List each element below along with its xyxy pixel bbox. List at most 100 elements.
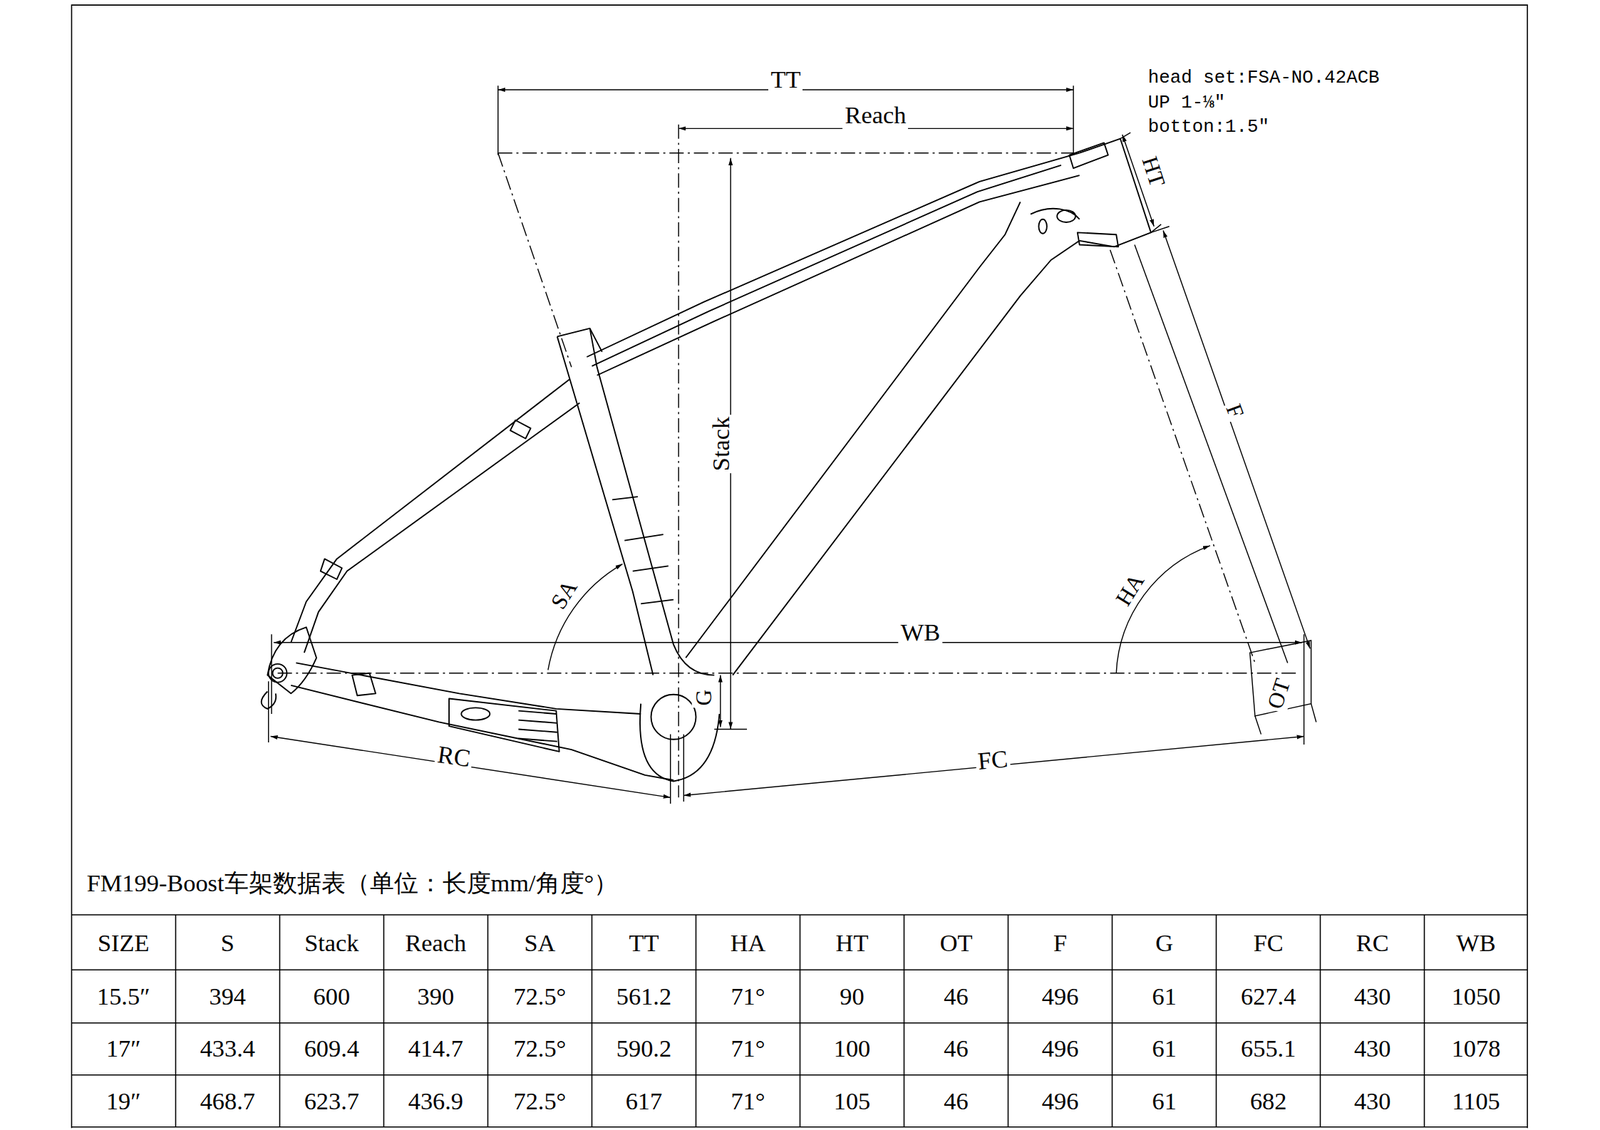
table-cell: 414.7	[408, 1035, 464, 1063]
table-cell: 590.2	[616, 1035, 672, 1063]
table-cell: 600	[313, 983, 351, 1011]
table-cell: 430	[1354, 1088, 1392, 1116]
table-cell: 609.4	[304, 1035, 360, 1063]
table-cell: 105	[833, 1088, 871, 1116]
frame-line	[685, 201, 1021, 658]
frame-line	[277, 672, 1298, 674]
table-cell: 496	[1041, 983, 1080, 1011]
table-cell: 496	[1041, 1035, 1080, 1063]
table-cell: 394	[209, 983, 247, 1011]
table-cell: Reach	[404, 930, 467, 958]
table-cell: 71°	[730, 1035, 765, 1063]
frame-line	[586, 153, 1080, 358]
frame-line	[498, 153, 572, 368]
frame-line	[597, 175, 1080, 376]
frame-line	[591, 165, 1061, 367]
ht-dimension: HT	[1136, 151, 1171, 192]
frame-line	[557, 328, 603, 353]
table-cell: 627.4	[1240, 983, 1296, 1011]
frame-line	[612, 496, 674, 604]
table-cell: 1105	[1451, 1088, 1500, 1116]
table-cell: 17″	[106, 1035, 142, 1063]
table-cell: 15.5″	[96, 983, 150, 1011]
frame-line	[1030, 208, 1080, 220]
stack-dimension: Stack	[707, 414, 735, 474]
table-cell: 72.5°	[513, 1035, 566, 1063]
table-cell: Stack	[304, 930, 359, 958]
table-cell: 71°	[730, 1088, 765, 1116]
frame-line	[448, 699, 560, 752]
table-cell: S	[220, 930, 235, 958]
frame-line	[640, 704, 720, 782]
frame-line	[1110, 250, 1256, 664]
table-cell: FC	[1253, 930, 1284, 958]
frame-line	[461, 707, 490, 720]
table-cell: 468.7	[200, 1088, 256, 1116]
table-cell: RC	[1356, 930, 1390, 958]
frame-line	[320, 558, 343, 580]
table-cell: 561.2	[616, 983, 672, 1011]
frame-line	[304, 402, 580, 653]
table-cell: 61	[1151, 1035, 1176, 1063]
seat-angle: SA	[545, 574, 584, 616]
table-cell: 61	[1151, 1088, 1176, 1116]
table-cell: HA	[730, 930, 767, 958]
table-cell: 46	[943, 983, 968, 1011]
frame-line	[270, 736, 671, 798]
dimension-lines	[268, 85, 1317, 804]
frame-line	[510, 420, 531, 440]
headset-note: botton:1.5″	[1146, 117, 1272, 138]
frame-line	[1134, 245, 1288, 664]
table-cell: 430	[1354, 1035, 1392, 1063]
frame-line	[1077, 232, 1119, 247]
frame-line	[175, 915, 1424, 1128]
table-cell: 90	[839, 983, 864, 1011]
table-cell: 1078	[1451, 1035, 1501, 1063]
frame-line	[267, 627, 317, 694]
table-cell: SIZE	[97, 930, 150, 958]
frame-line	[677, 124, 679, 799]
frame-line	[1069, 142, 1108, 169]
tt-dimension: TT	[768, 66, 803, 94]
frame-line	[352, 673, 376, 696]
table-title: FM199-Boost车架数据表（单位：长度mm/角度°）	[86, 870, 619, 898]
frame-line	[1163, 230, 1310, 649]
table-cell: 19″	[106, 1088, 142, 1116]
table-cell: 617	[625, 1088, 663, 1116]
frame-line	[498, 152, 1074, 154]
frame-line	[714, 729, 747, 730]
frame-line	[1151, 226, 1170, 234]
frame-line	[1038, 219, 1047, 234]
frame-line	[71, 915, 1528, 1128]
wheelbase-dimension: WB	[898, 619, 943, 647]
bike-frame	[261, 138, 1152, 782]
frame-line	[518, 711, 557, 742]
frame-line	[71, 4, 1528, 1129]
table-cell: 655.1	[1240, 1035, 1296, 1063]
frame-line	[271, 634, 1305, 745]
table-cell: 496	[1041, 1088, 1080, 1116]
frame-line	[1079, 138, 1152, 248]
table-cell: 436.9	[408, 1088, 464, 1116]
frame-line	[1250, 640, 1312, 717]
table-cell: SA	[523, 930, 556, 958]
table-cell: 430	[1354, 983, 1392, 1011]
frame-line	[268, 681, 671, 804]
frame-line	[273, 642, 1303, 643]
drop-dimension: G	[692, 687, 717, 709]
frame-line	[498, 85, 1074, 155]
table-cell: 46	[943, 1035, 968, 1063]
frame-line	[719, 675, 721, 728]
table-cell: 61	[1151, 983, 1176, 1011]
frame-line	[557, 336, 654, 675]
table-cell: WB	[1456, 930, 1496, 958]
sheet-border	[71, 4, 1528, 1129]
table-cell: 72.5°	[513, 1088, 566, 1116]
frame-line	[290, 685, 674, 781]
table-cell: 71°	[730, 983, 765, 1011]
table-cell: 1050	[1451, 983, 1501, 1011]
fork-dimension: F	[1220, 399, 1250, 424]
table-cell: 390	[417, 983, 455, 1011]
